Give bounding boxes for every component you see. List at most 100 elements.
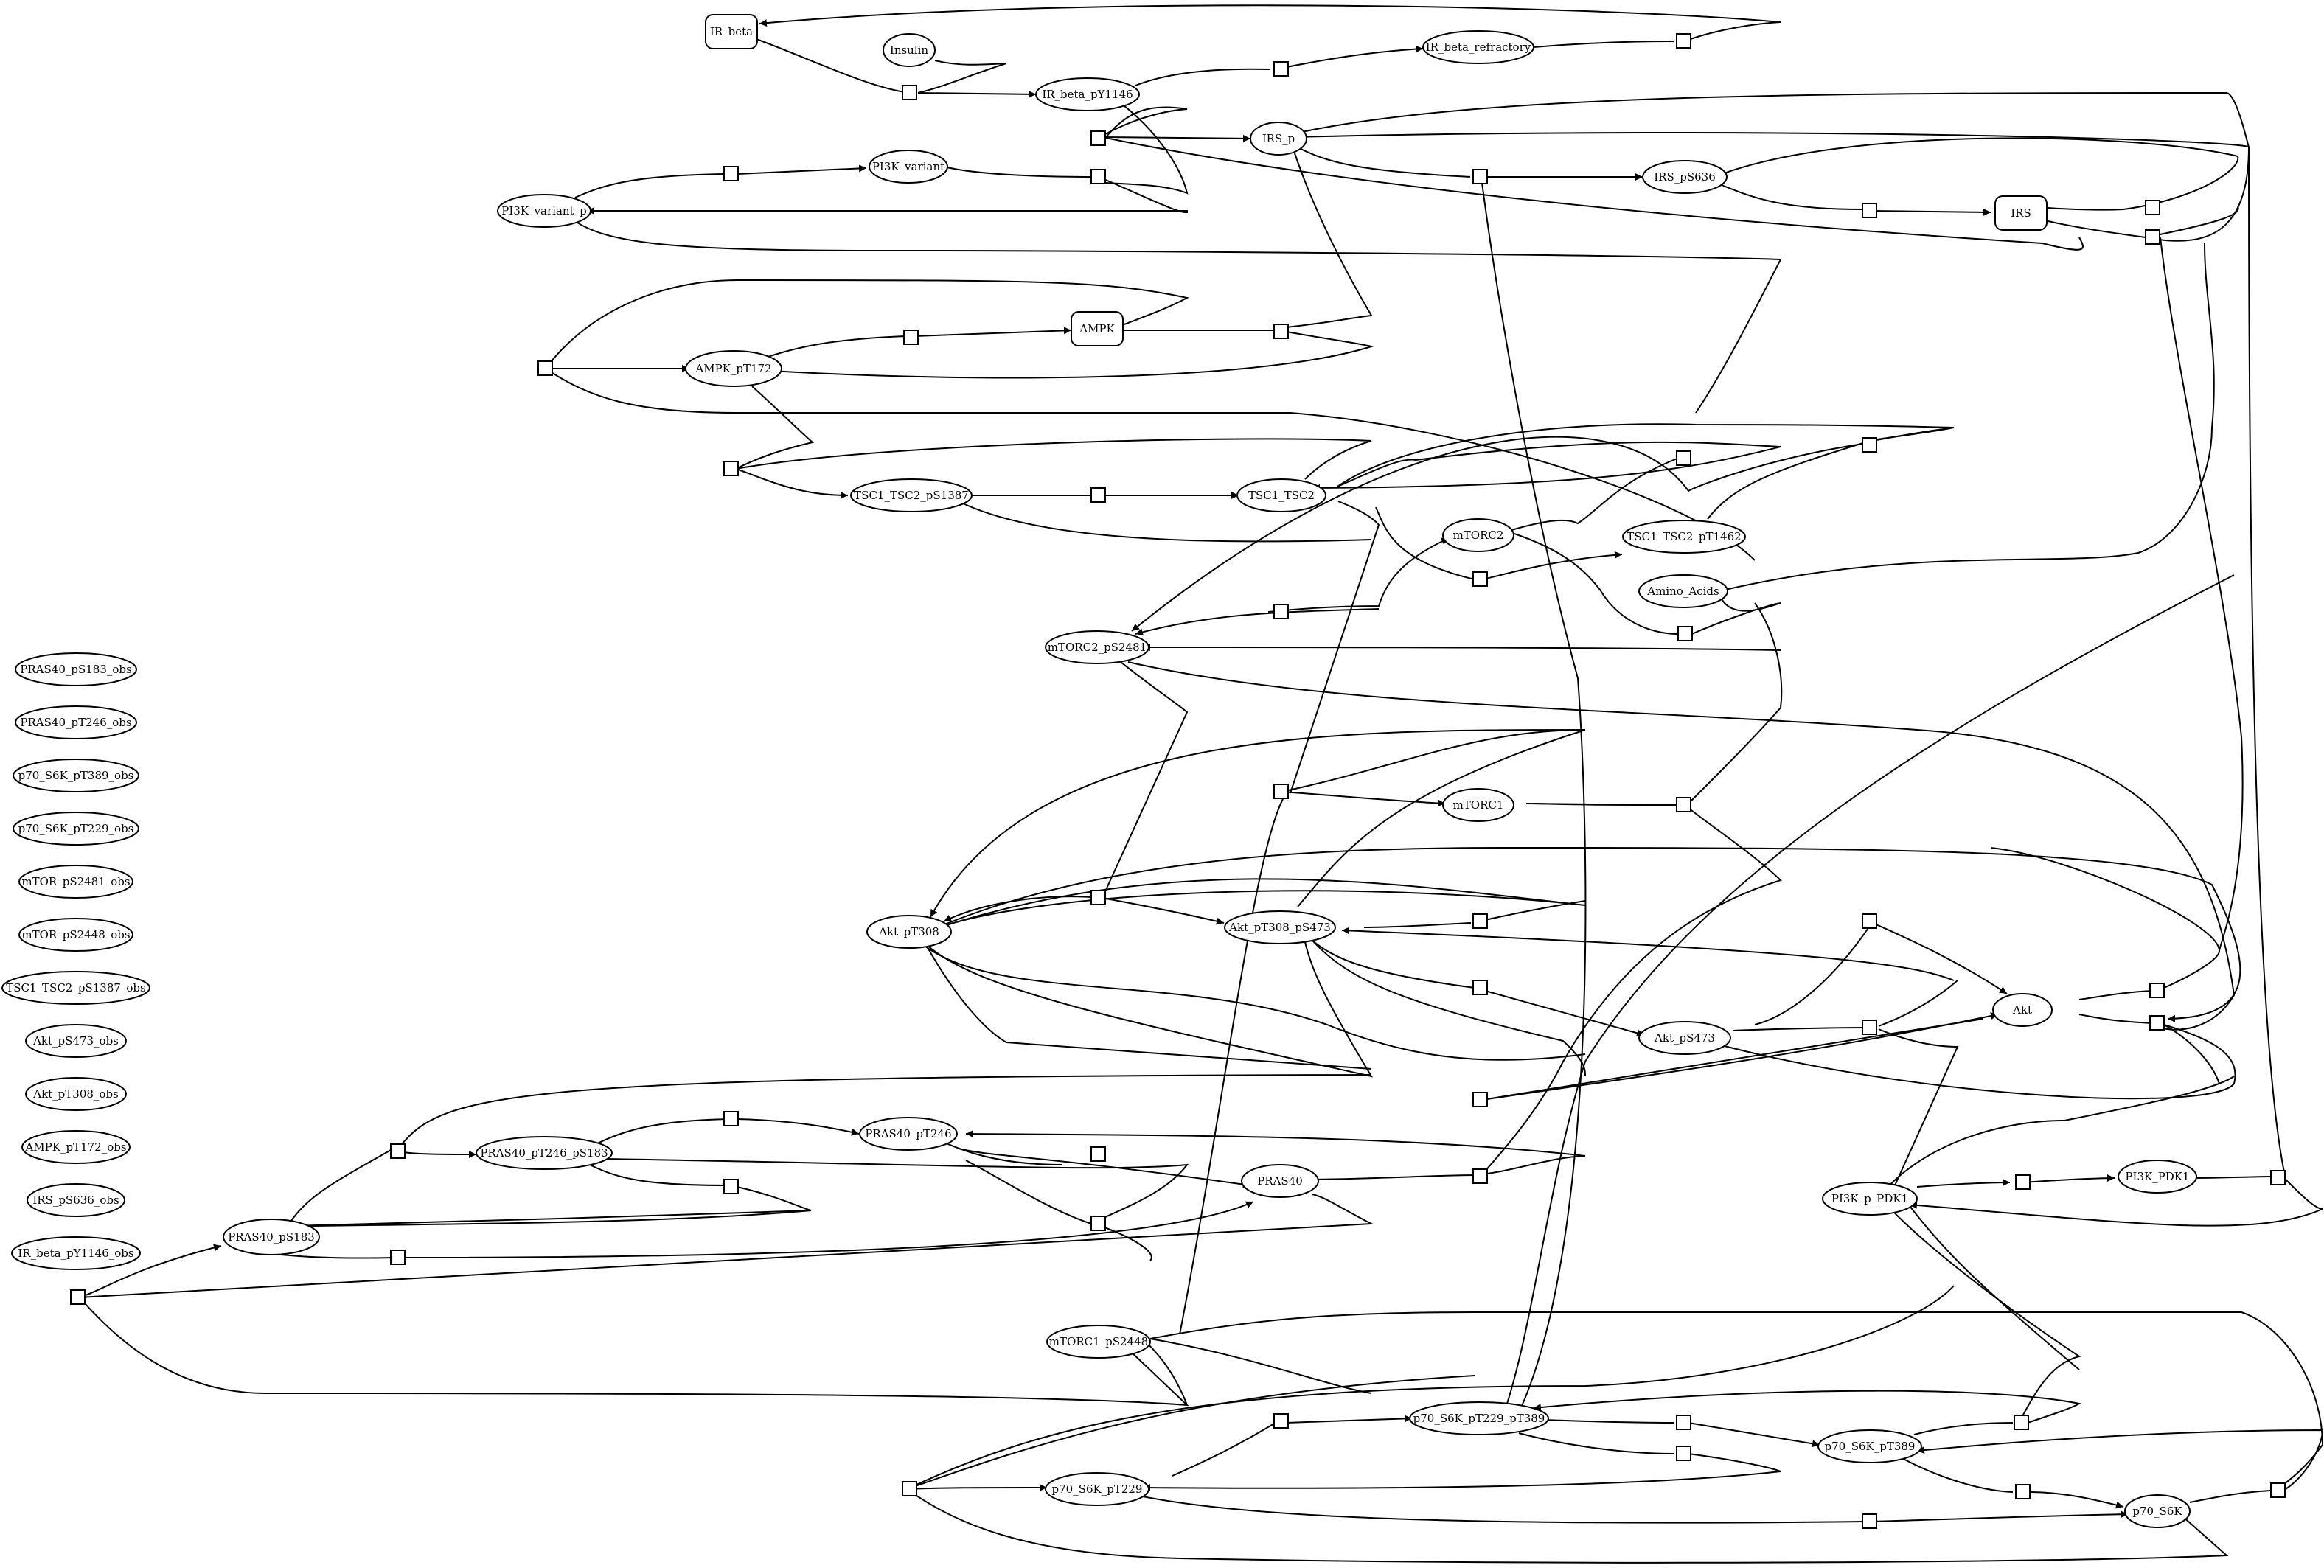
svg-text:Insulin: Insulin: [890, 43, 929, 57]
svg-text:IR_beta_pY1146_obs: IR_beta_pY1146_obs: [18, 1247, 133, 1260]
reaction-node: [2145, 229, 2160, 245]
reaction-node: [2270, 1482, 2286, 1498]
edge: [1131, 423, 1955, 632]
edge: [1899, 1456, 2014, 1493]
edge: [1098, 1224, 1152, 1261]
edge: [1375, 506, 1475, 580]
reaction-node: [1273, 784, 1289, 799]
reaction-node: [1090, 130, 1106, 146]
node-AMPK_pT172: AMPK_pT172: [685, 350, 782, 387]
edge: [1286, 1415, 1413, 1424]
edge: [1540, 1419, 1674, 1424]
svg-text:PI3K_variant_p: PI3K_variant_p: [501, 204, 586, 217]
edge: [1879, 1076, 2235, 1196]
svg-text:PI3K_variant: PI3K_variant: [872, 160, 944, 173]
edge: [1518, 1432, 1674, 1454]
edge: [1707, 442, 1866, 520]
edge: [943, 166, 1096, 178]
reaction-node: [1090, 1146, 1106, 1162]
node-PRAS40_pT246: PRAS40_pT246: [859, 1117, 958, 1151]
edge: [965, 1130, 1586, 1180]
edge: [2078, 990, 2154, 1000]
reaction-node: [2270, 1170, 2286, 1185]
edge: [925, 943, 1372, 1070]
edge: [1909, 1179, 2323, 1227]
svg-text:IRS_p: IRS_p: [1262, 132, 1295, 145]
node-IRS: IRS: [1994, 195, 2048, 231]
reaction-node: [1090, 169, 1106, 184]
reaction-node: [1472, 980, 1488, 995]
reaction-nodes: [70, 33, 2286, 1529]
edge: [1291, 132, 2250, 242]
edge: [1481, 1012, 1999, 1101]
edge: [1872, 1510, 2129, 1522]
reaction-node: [903, 330, 919, 345]
edge: [1533, 41, 1674, 48]
edge: [1478, 900, 1586, 922]
node-PI3K_variant_p: PI3K_variant_p: [497, 194, 591, 228]
node-Amino_Acids: Amino_Acids: [1638, 574, 1728, 608]
svg-text:Akt_pT308_pS473: Akt_pT308_pS473: [1228, 921, 1331, 934]
reaction-node: [1273, 324, 1289, 339]
reaction-node: [1273, 61, 1289, 77]
reaction-node: [2015, 1174, 2031, 1190]
svg-text:TSC1_TSC2_pT1462: TSC1_TSC2_pT1462: [1627, 530, 1741, 543]
node-p70_S6K_pT229: p70_S6K_pT229: [1045, 1472, 1149, 1506]
edge: [1865, 427, 1955, 443]
node-AMPK: AMPK: [1071, 311, 1124, 346]
edge: [1102, 136, 2084, 251]
edge: [1716, 182, 1863, 210]
edge: [290, 1149, 392, 1222]
reaction-node: [1676, 450, 1691, 466]
svg-text:IR_beta_refractory: IR_beta_refractory: [1426, 41, 1531, 54]
edge: [906, 1488, 2229, 1564]
edge: [1754, 921, 1874, 1025]
node-Akt_pT308_obs: Akt_pT308_obs: [25, 1077, 127, 1111]
edge: [1872, 208, 1991, 216]
edge: [1286, 150, 1373, 328]
svg-text:mTORC1: mTORC1: [1453, 798, 1504, 812]
edge: [1102, 106, 1188, 138]
edge: [914, 327, 1072, 337]
edge: [2027, 1491, 2124, 1509]
edge: [1297, 729, 1586, 907]
node-p70_S6K_pT229_obs: p70_S6K_pT229_obs: [13, 812, 139, 846]
svg-text:TSC1_TSC2: TSC1_TSC2: [1248, 489, 1315, 502]
node-TSC1_TSC2: TSC1_TSC2: [1236, 478, 1326, 512]
svg-text:IRS_pS636_obs: IRS_pS636_obs: [32, 1194, 119, 1207]
reaction-node: [2145, 200, 2160, 215]
edge: [1142, 1496, 1866, 1524]
edge: [750, 36, 911, 94]
edge: [737, 1118, 860, 1136]
edge: [759, 335, 906, 360]
edge: [1533, 803, 1674, 806]
edge: [1363, 922, 1472, 928]
reaction-node: [723, 1111, 739, 1126]
edge: [570, 217, 1782, 414]
edge: [2163, 1024, 2220, 1084]
node-Akt: Akt: [1992, 993, 2053, 1027]
node-IRS_p: IRS_p: [1250, 122, 1307, 156]
node-IR_beta_refractory: IR_beta_refractory: [1422, 30, 1534, 64]
svg-text:Akt_pT308_obs: Akt_pT308_obs: [32, 1087, 119, 1101]
edge: [906, 1375, 1475, 1490]
svg-text:AMPK_pT172_obs: AMPK_pT172_obs: [24, 1140, 126, 1154]
svg-text:PRAS40_pS183: PRAS40_pS183: [228, 1230, 315, 1244]
reaction-node: [1273, 604, 1289, 619]
reaction-node: [1472, 1168, 1488, 1184]
reaction-node: [1090, 890, 1106, 905]
edge: [737, 164, 867, 175]
reaction-node: [1472, 913, 1488, 929]
node-p70_S6K_pT229_pT389: p70_S6K_pT229_pT389: [1409, 1401, 1549, 1435]
node-Akt_pT308_pS473: Akt_pT308_pS473: [1224, 910, 1336, 944]
edge: [1297, 147, 1471, 178]
reaction-node: [1472, 571, 1488, 587]
svg-text:PRAS40: PRAS40: [1257, 1174, 1303, 1188]
edge: [1312, 940, 1586, 1077]
edge: [399, 1150, 477, 1158]
reaction-node: [2015, 1484, 2031, 1499]
reaction-node: [723, 461, 739, 476]
edge: [735, 386, 815, 470]
node-Akt_pS473_obs: Akt_pS473_obs: [25, 1024, 127, 1058]
